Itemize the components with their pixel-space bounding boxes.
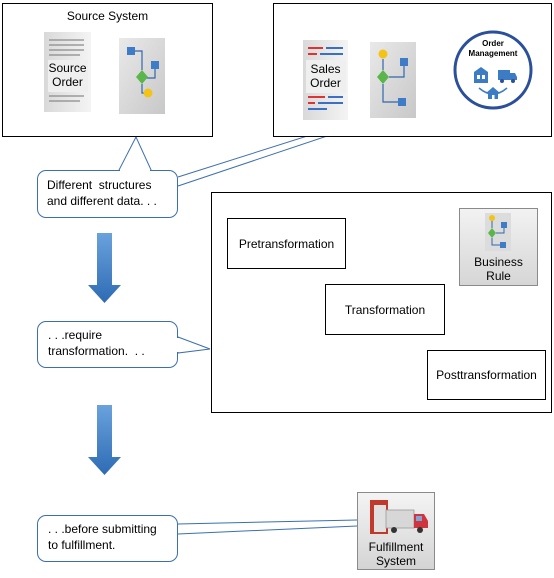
callout-require-transformation — [37, 321, 178, 368]
callout-before-submitting — [37, 515, 178, 562]
callout-3-line2: to fulfillment. — [48, 538, 116, 552]
source-order-document-icon: Source Order — [44, 32, 91, 112]
callout-2-line1: . . .require — [48, 328, 103, 342]
step-posttransformation: Posttransformation — [427, 350, 546, 400]
down-arrow-2 — [88, 405, 121, 475]
callout-2-line2: transformation. . . — [48, 344, 145, 358]
delivery-truck-icon — [385, 509, 428, 533]
down-arrow-1 — [88, 233, 121, 303]
fulfillment-system-icon: Fulfillment System — [357, 492, 435, 570]
source-system-box: Source System — [2, 3, 213, 137]
business-rule-line2: Rule — [486, 269, 511, 283]
source-order-label: Source Order — [44, 61, 91, 89]
warehouse-icon — [474, 67, 488, 83]
source-system-title: Source System — [66, 9, 149, 23]
sales-order-label: Sales Order — [303, 62, 348, 90]
source-order-label-line1: Source — [48, 61, 87, 75]
badge-label-line1: Order — [482, 39, 504, 48]
callout-pointer-3 — [177, 519, 358, 535]
order-management-badge: Order Management — [453, 30, 533, 110]
warehouse-door-icon — [370, 500, 388, 534]
order-management-badge-label: Order Management — [453, 39, 533, 59]
callout-3-line1: . . .before submitting — [48, 522, 157, 536]
callout-1-text: Different structures and different data.… — [47, 177, 177, 209]
truck-icon — [498, 70, 517, 83]
source-order-label-line2: Order — [52, 75, 83, 89]
step-pretransformation: Pretransformation — [227, 218, 346, 269]
sales-order-label-line1: Sales — [310, 62, 341, 76]
sales-order-label-line2: Order — [310, 76, 341, 90]
fulfillment-line1: Fulfillment — [368, 540, 424, 554]
home-icon — [486, 87, 500, 99]
callout-pointer-2 — [177, 336, 211, 354]
callout-3-text: . . .before submitting to fulfillment. — [48, 521, 176, 553]
callout-different-structures — [37, 170, 178, 218]
badge-label-line2: Management — [468, 49, 518, 58]
step-transformation: Transformation — [325, 284, 445, 335]
callout-1-line1: Different structures — [47, 178, 152, 192]
fulfillment-line2: System — [375, 554, 416, 568]
business-rule-line1: Business — [474, 255, 523, 269]
callout-1-line2: and different data. . . — [47, 194, 157, 208]
source-flowchart-icon — [119, 38, 165, 114]
sales-order-document-icon: Sales Order — [303, 40, 348, 120]
fulfillment-system-label: Fulfillment System — [358, 540, 434, 568]
business-rule-label: Business Rule — [460, 255, 537, 283]
target-flowchart-icon — [370, 42, 416, 118]
business-rule-icon: Business Rule — [459, 208, 538, 286]
callout-2-text: . . .require transformation. . . — [48, 327, 176, 359]
